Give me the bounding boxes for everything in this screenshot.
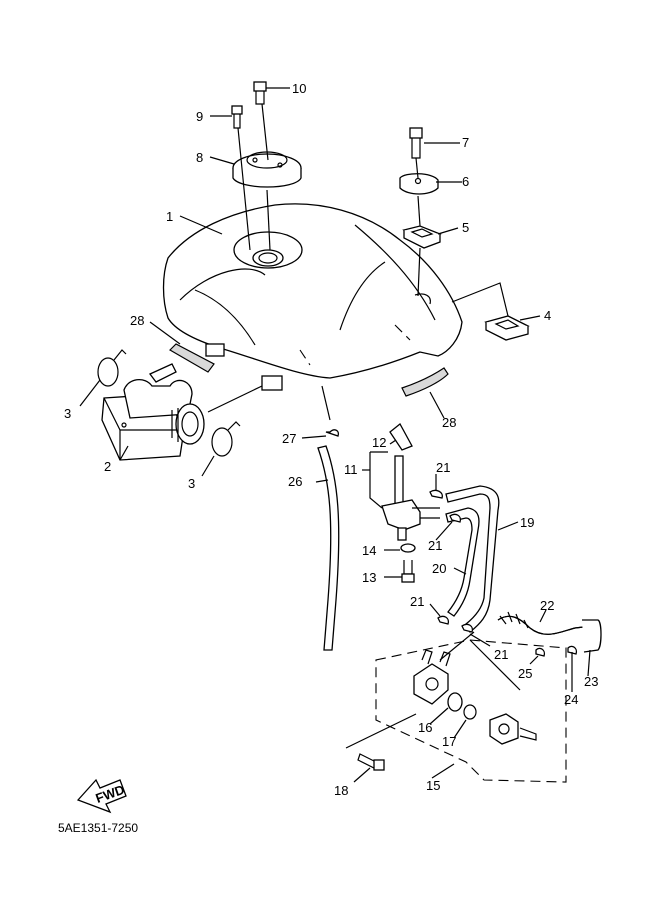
label-27: 27	[282, 431, 296, 446]
clip-21-c[interactable]	[437, 615, 450, 625]
hose-22-ribs	[499, 611, 529, 629]
tank-front-tab	[205, 343, 225, 357]
fuel-tank[interactable]	[162, 203, 463, 379]
hose-23[interactable]	[582, 619, 602, 653]
part-labels: 1 2 3 3 4 5 6 7 8 9 10 11 12 13 14 15 16…	[64, 81, 598, 798]
label-4: 4	[544, 308, 551, 323]
damper-strip-28-right[interactable]	[401, 367, 449, 397]
label-13: 13	[362, 570, 376, 585]
cap-bolt-9[interactable]	[231, 105, 243, 129]
gasket-16[interactable]	[447, 692, 463, 712]
label-25: 25	[518, 666, 532, 681]
damper-4[interactable]	[484, 315, 530, 341]
label-16: 16	[418, 720, 432, 735]
label-1: 1	[166, 209, 173, 224]
fuel-cock-body[interactable]	[413, 649, 451, 705]
fuel-hose-20[interactable]	[445, 507, 480, 617]
label-20: 20	[432, 561, 446, 576]
bolt-18-guide	[345, 713, 417, 749]
damper-5[interactable]	[402, 225, 442, 249]
bolt-7[interactable]	[409, 127, 423, 159]
label-2: 2	[104, 459, 111, 474]
drain-guide	[321, 385, 331, 421]
label-21: 21	[428, 538, 442, 553]
label-8: 8	[196, 150, 203, 165]
clip-21-d[interactable]	[461, 623, 474, 633]
bolt-7-guide	[415, 157, 419, 179]
label-6: 6	[462, 174, 469, 189]
label-9: 9	[196, 109, 203, 124]
damper-5-guide	[417, 247, 421, 297]
label-28: 28	[442, 415, 456, 430]
fwd-arrow-icon: FWD	[76, 778, 127, 814]
clip-21-a[interactable]	[429, 489, 443, 499]
cock-assembly-box-15	[375, 639, 567, 783]
label-18: 18	[334, 783, 348, 798]
label-14: 14	[362, 543, 376, 558]
damper-4-guide	[451, 282, 509, 317]
label-23: 23	[584, 674, 598, 689]
washer-14[interactable]	[400, 543, 416, 553]
label-19: 19	[520, 515, 534, 530]
vacuum-hose-22[interactable]	[497, 615, 593, 635]
strainer-12[interactable]	[389, 423, 413, 451]
tank-rear-tab	[261, 375, 283, 391]
collar-guide	[417, 195, 421, 227]
hose-clamp-3-lower[interactable]	[211, 421, 241, 457]
label-5: 5	[462, 220, 469, 235]
bolt-9-guide	[237, 127, 251, 251]
cap-bolt-10[interactable]	[253, 81, 267, 105]
clip-24[interactable]	[567, 645, 578, 655]
label-24: 24	[564, 692, 578, 707]
cock-assembly-guides	[439, 631, 521, 691]
label-11: 11	[344, 462, 358, 477]
label-22: 22	[540, 598, 554, 613]
label-10: 10	[292, 81, 306, 96]
drawing-code: 5AE1351-7250	[58, 821, 138, 835]
leader-lines	[79, 87, 591, 783]
label-3: 3	[188, 476, 195, 491]
collar-6[interactable]	[399, 173, 439, 195]
label-26: 26	[288, 474, 302, 489]
lever-cover[interactable]	[489, 713, 537, 745]
clip-27[interactable]	[325, 429, 340, 437]
bolt-10-guide	[261, 103, 269, 161]
o-ring-17[interactable]	[463, 704, 477, 720]
bolt-18[interactable]	[357, 753, 385, 771]
clip-21-b[interactable]	[449, 513, 462, 523]
clip-25[interactable]	[535, 647, 546, 657]
label-17: 17	[442, 734, 456, 749]
drain-hose-26[interactable]	[317, 445, 340, 651]
intake-duct[interactable]	[101, 363, 205, 461]
fuel-cock-11[interactable]	[381, 455, 440, 541]
label-21: 21	[494, 647, 508, 662]
label-3: 3	[64, 406, 71, 421]
label-7: 7	[462, 135, 469, 150]
label-28: 28	[130, 313, 144, 328]
hose-clamp-3-upper[interactable]	[97, 349, 127, 387]
cock-11-leader-box	[369, 452, 383, 509]
label-21: 21	[410, 594, 424, 609]
screw-13[interactable]	[401, 560, 415, 583]
duct-guide	[207, 385, 263, 413]
damper-strip-28-left[interactable]	[169, 343, 215, 373]
label-21: 21	[436, 460, 450, 475]
label-15: 15	[426, 778, 440, 793]
label-12: 12	[372, 435, 386, 450]
cap-guide	[266, 189, 271, 251]
